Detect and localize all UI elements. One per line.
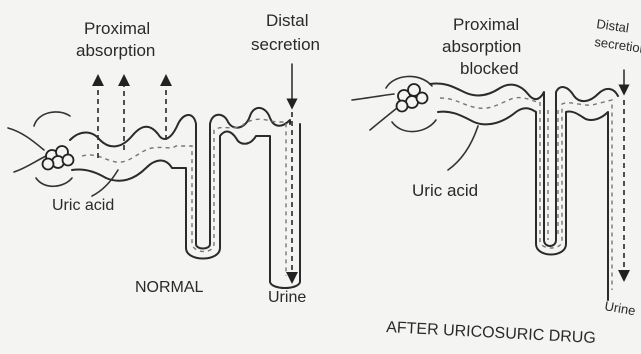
- normal-caption: NORMAL: [135, 279, 204, 296]
- after-afferent-vessel: [352, 94, 394, 100]
- after-tubule-lower-wall: [438, 108, 608, 300]
- normal-uric-acid-label: Uric acid: [52, 197, 114, 214]
- after-uric-acid-leader: [448, 126, 478, 170]
- normal-tubule-upper-wall: [70, 108, 290, 249]
- normal-efferent-vessel: [14, 156, 46, 172]
- after-secretion-label-line2: secretion: [594, 34, 641, 56]
- after-caption: AFTER URICOSURIC DRUG: [386, 319, 596, 347]
- after-label-line2: absorption: [442, 37, 521, 56]
- normal-panel: Proximal absorption Distal secretion Uri…: [8, 11, 320, 306]
- after-panel: Proximal absorption blocked Distal secre…: [352, 15, 641, 347]
- after-label-line1: Proximal: [453, 15, 519, 34]
- after-label-line3: blocked: [460, 59, 519, 78]
- normal-secretion-label-line1: Distal: [266, 11, 309, 30]
- after-glomerulus: [397, 84, 428, 112]
- after-secretion-label-line1: Distal: [596, 16, 630, 35]
- normal-urine-label: Urine: [268, 289, 306, 306]
- normal-secretion-label-line2: secretion: [251, 35, 320, 54]
- normal-absorption-label-line1: Proximal: [84, 19, 150, 38]
- normal-afferent-vessel: [8, 128, 44, 150]
- after-urine-label: Urine: [603, 298, 636, 318]
- normal-glomerulus: [43, 146, 74, 170]
- after-uric-acid-label: Uric acid: [412, 181, 478, 200]
- normal-absorption-label-line2: absorption: [76, 41, 155, 60]
